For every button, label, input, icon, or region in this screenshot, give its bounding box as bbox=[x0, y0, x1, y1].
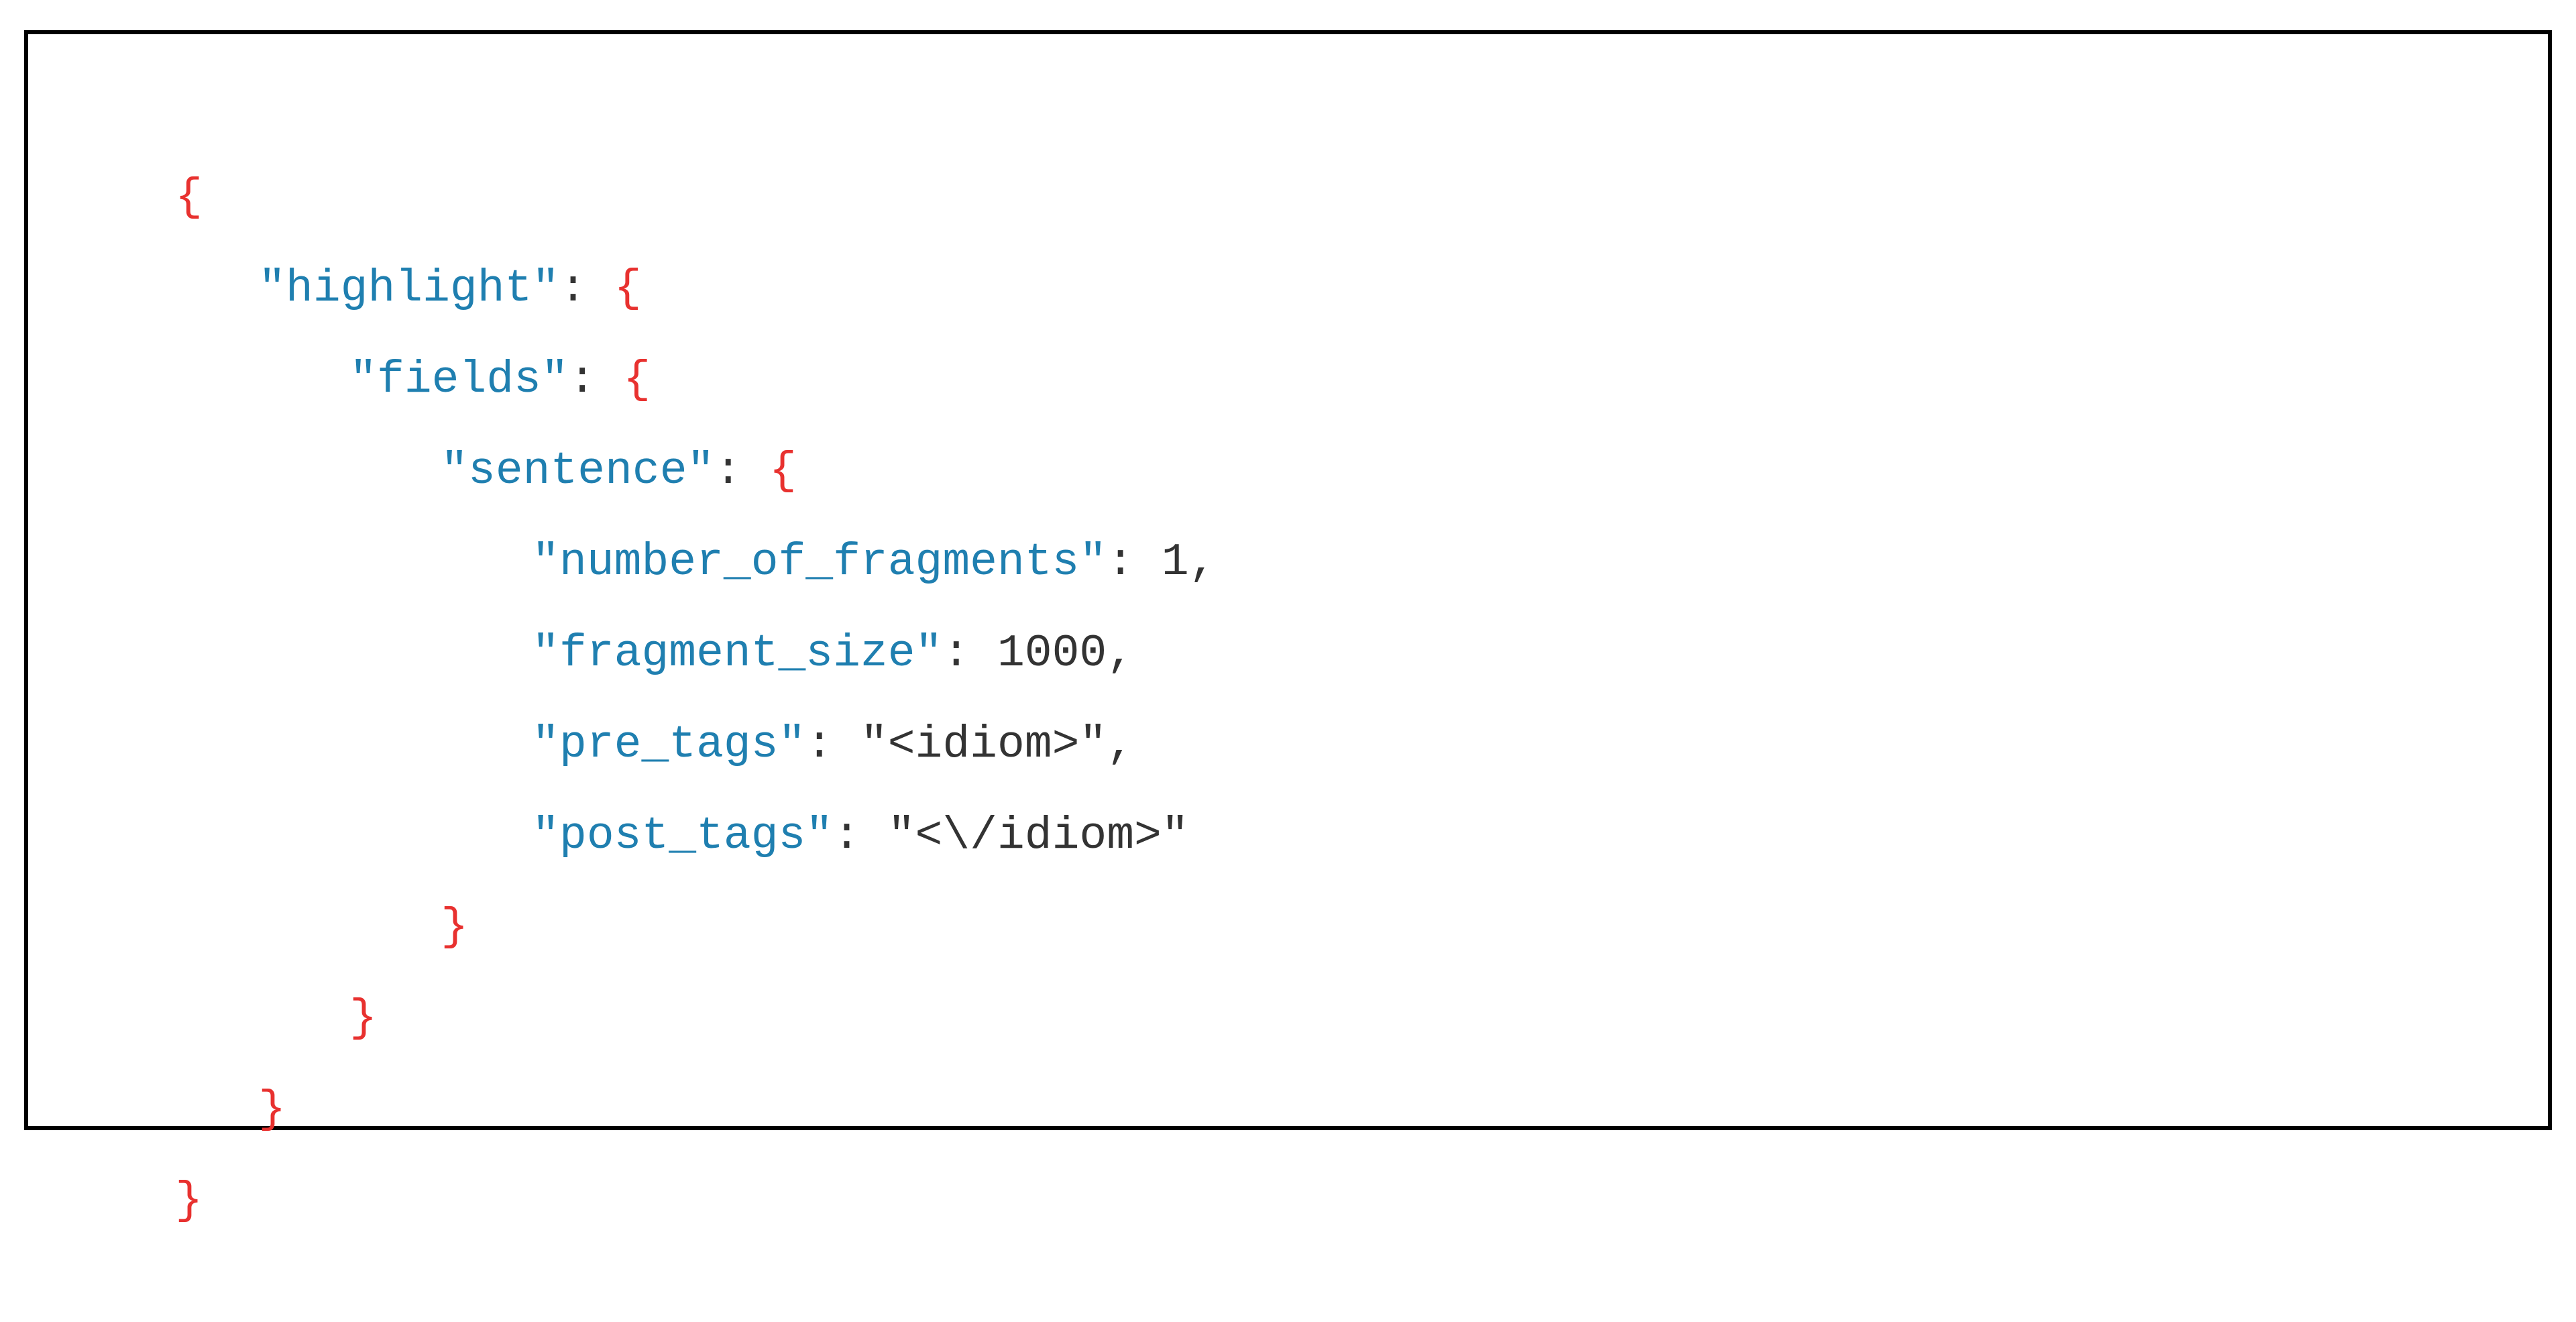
close-brace: } bbox=[441, 901, 469, 953]
colon-separator: : bbox=[568, 354, 624, 406]
json-key-pre-tags: "pre_tags" bbox=[532, 719, 806, 771]
json-key-sentence: "sentence" bbox=[441, 445, 715, 497]
code-line-pre-tags: "pre_tags": "<idiom>", bbox=[423, 624, 1134, 771]
code-line-number-of-fragments: "number_of_fragments": 1, bbox=[423, 442, 1216, 588]
colon-separator: : bbox=[714, 445, 769, 497]
code-line-fields: "fields": { bbox=[240, 260, 651, 406]
json-key-fragment-size: "fragment_size" bbox=[532, 628, 943, 679]
code-line-fragment-size: "fragment_size": 1000, bbox=[423, 533, 1134, 679]
json-value-fragment-size: 1000, bbox=[997, 628, 1135, 679]
code-line-fields-close: } bbox=[240, 898, 377, 1044]
open-brace: { bbox=[175, 172, 203, 223]
code-line-sentence-close: } bbox=[331, 807, 468, 953]
colon-separator: : bbox=[833, 810, 888, 862]
open-brace: { bbox=[769, 445, 797, 497]
code-line-highlight-close: } bbox=[149, 989, 286, 1136]
code-line-sentence: "sentence": { bbox=[331, 351, 797, 497]
colon-separator: : bbox=[942, 628, 997, 679]
open-brace: { bbox=[623, 354, 651, 406]
colon-separator: : bbox=[559, 263, 614, 315]
json-value-number-of-fragments: 1, bbox=[1161, 537, 1217, 588]
colon-separator: : bbox=[805, 719, 860, 771]
json-key-post-tags: "post_tags" bbox=[532, 810, 834, 862]
code-line-root-close: } bbox=[66, 1081, 203, 1227]
json-key-fields: "fields" bbox=[349, 354, 569, 406]
json-value-pre-tags: "<idiom>", bbox=[860, 719, 1135, 771]
json-key-highlight: "highlight" bbox=[258, 263, 560, 315]
close-brace: } bbox=[258, 1084, 286, 1136]
colon-separator: : bbox=[1107, 537, 1162, 588]
code-line-root-open: { bbox=[66, 77, 203, 223]
json-value-post-tags: "<\/idiom>" bbox=[887, 810, 1189, 862]
json-key-number-of-fragments: "number_of_fragments" bbox=[532, 537, 1107, 588]
code-line-post-tags: "post_tags": "<\/idiom>" bbox=[423, 716, 1188, 862]
code-line-highlight: "highlight": { bbox=[149, 168, 641, 315]
code-block: { "highlight": { "fields": { "sentence":… bbox=[24, 30, 2552, 1227]
close-brace: } bbox=[175, 1175, 203, 1227]
close-brace: } bbox=[349, 993, 378, 1044]
open-brace: { bbox=[614, 263, 642, 315]
